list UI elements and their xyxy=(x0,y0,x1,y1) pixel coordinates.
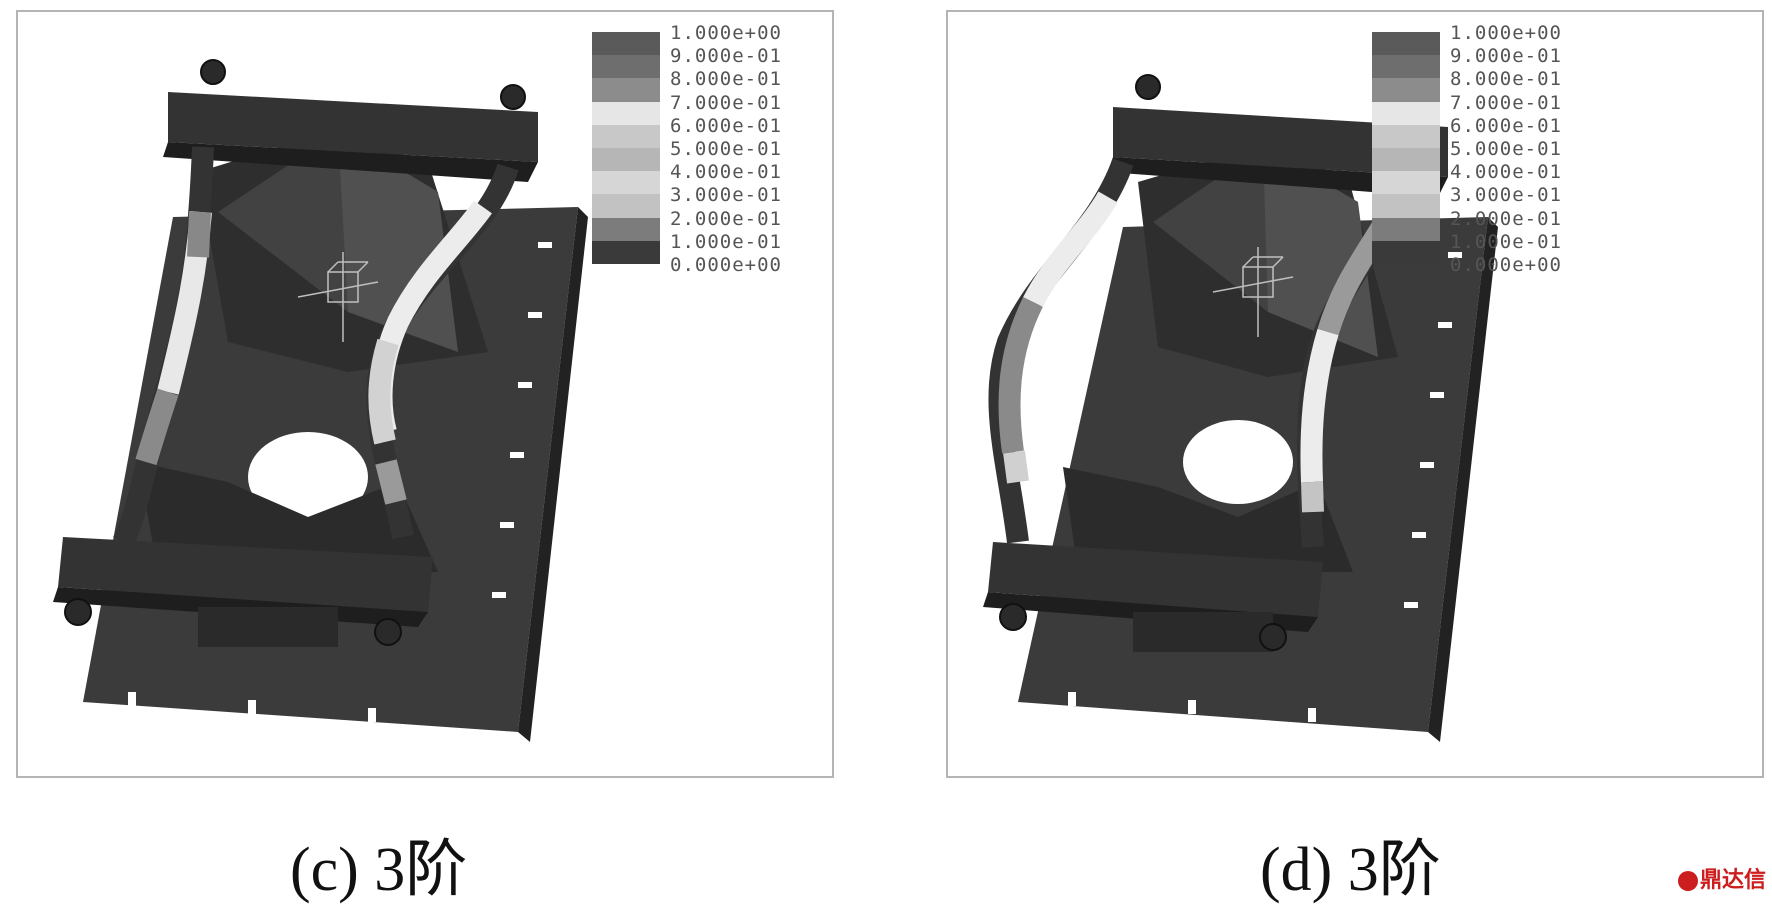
legend-label: 1.000e-01 xyxy=(670,230,782,253)
caption-d: (d) 3阶 xyxy=(1260,836,1441,904)
top-clamp-bar xyxy=(1113,107,1448,177)
legend-label: 3.000e-01 xyxy=(1450,184,1562,207)
legend-label: 4.000e-01 xyxy=(670,161,782,184)
mode-shape-panel-c: 1.000e+00 9.000e-01 8.000e-01 7.000e-01 … xyxy=(16,10,834,778)
bottom-clamp-bar xyxy=(58,537,433,612)
legend-label: 7.000e-01 xyxy=(1450,91,1562,114)
legend-label: 5.000e-01 xyxy=(670,137,782,160)
legend-label: 5.000e-01 xyxy=(1450,137,1562,160)
legend-label: 0.000e+00 xyxy=(670,253,782,276)
watermark-text: 鼎达信 xyxy=(1699,868,1766,893)
fixture-model-d xyxy=(983,74,1498,742)
legend-label: 2.000e-01 xyxy=(670,207,782,230)
mode-shape-panel-d: 1.000e+00 9.000e-01 8.000e-01 7.000e-01 … xyxy=(946,10,1764,778)
fixture-model-c xyxy=(53,59,588,742)
top-clamp-bar xyxy=(168,92,538,162)
caption-c: (c) 3阶 xyxy=(290,836,468,904)
legend-label: 8.000e-01 xyxy=(670,68,782,91)
watermark-logo: 鼎达信 xyxy=(1677,862,1766,894)
center-hole xyxy=(248,432,368,522)
legend-label: 3.000e-01 xyxy=(670,184,782,207)
legend-label: 0.000e+00 xyxy=(1450,253,1562,276)
legend-label: 9.000e-01 xyxy=(1450,45,1562,68)
logo-icon xyxy=(1677,871,1698,891)
legend-label: 1.000e-01 xyxy=(1450,230,1562,253)
legend-label: 9.000e-01 xyxy=(670,45,782,68)
legend-label: 1.000e+00 xyxy=(1450,22,1562,44)
bottom-clamp-bar xyxy=(988,542,1323,617)
legend-label: 7.000e-01 xyxy=(670,91,782,114)
legend-label: 8.000e-01 xyxy=(1450,68,1562,91)
center-hole xyxy=(1183,420,1293,504)
legend-label: 6.000e-01 xyxy=(1450,114,1562,137)
legend-label: 4.000e-01 xyxy=(1450,161,1562,184)
legend-label: 6.000e-01 xyxy=(670,114,782,137)
legend-label: 2.000e-01 xyxy=(1450,207,1562,230)
legend-label: 1.000e+00 xyxy=(670,22,782,44)
